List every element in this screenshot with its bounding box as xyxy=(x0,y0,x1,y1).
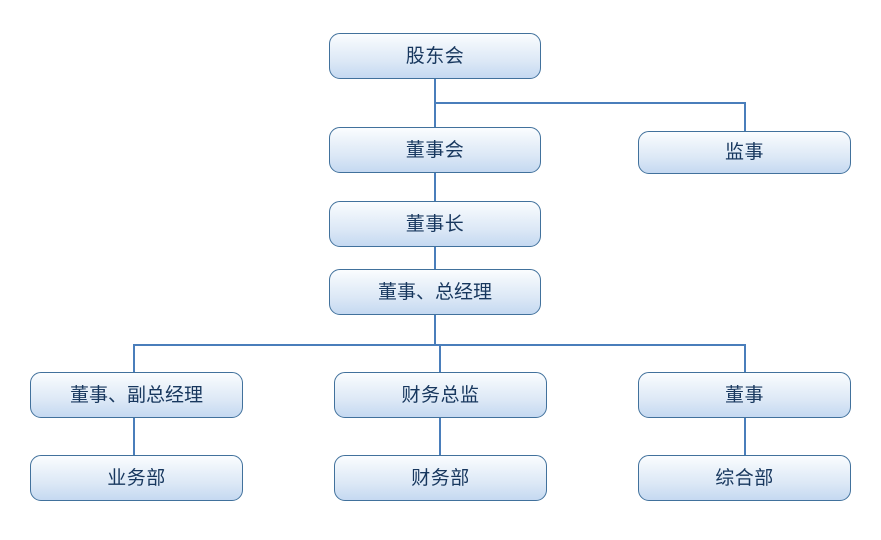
node-finance-dept[interactable]: 财务部 xyxy=(334,455,547,501)
node-label-shareholders: 股东会 xyxy=(405,44,465,67)
node-board[interactable]: 董事会 xyxy=(329,127,541,173)
node-label-board: 董事会 xyxy=(405,138,465,161)
node-label-gm: 董事、总经理 xyxy=(377,280,492,303)
node-deputy-gm[interactable]: 董事、副总经理 xyxy=(30,372,243,418)
node-label-deputy-gm: 董事、副总经理 xyxy=(69,383,203,406)
node-label-supervisor: 监事 xyxy=(724,141,764,163)
node-gm[interactable]: 董事、总经理 xyxy=(329,269,541,315)
node-shareholders[interactable]: 股东会 xyxy=(329,33,541,79)
node-business-dept[interactable]: 业务部 xyxy=(30,455,243,501)
node-label-director: 董事 xyxy=(724,383,764,406)
node-cfo[interactable]: 财务总监 xyxy=(334,372,547,418)
node-label-general-dept: 综合部 xyxy=(715,466,774,489)
node-director[interactable]: 董事 xyxy=(638,372,851,418)
node-label-business-dept: 业务部 xyxy=(107,466,166,489)
node-label-chairman: 董事长 xyxy=(405,212,465,235)
node-label-finance-dept: 财务部 xyxy=(411,466,470,489)
node-chairman[interactable]: 董事长 xyxy=(329,201,541,247)
node-supervisor[interactable]: 监事 xyxy=(638,131,851,174)
node-general-dept[interactable]: 综合部 xyxy=(638,455,851,501)
node-label-cfo: 财务总监 xyxy=(401,383,480,406)
